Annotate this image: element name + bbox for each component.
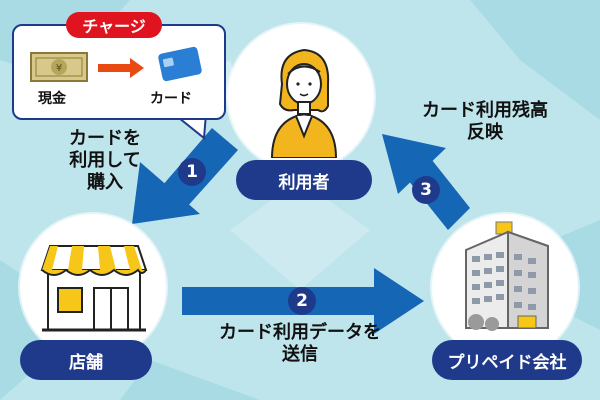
card-icon: [158, 46, 202, 82]
office-building-icon: [465, 221, 549, 331]
arrow-store-to-company: [182, 268, 424, 334]
step-2-line-1: カード利用データを: [219, 322, 381, 343]
step-1-line-3: 購入: [87, 172, 123, 193]
svg-text:¥: ¥: [56, 63, 62, 74]
company-label: プリペイド会社: [432, 340, 582, 380]
user-label: 利用者: [236, 160, 372, 200]
step-3-number: 3: [412, 176, 440, 204]
step-1-number: 1: [178, 158, 206, 186]
step-2-label: カード利用データを 送信: [180, 322, 420, 366]
step-1-line-1: カードを: [69, 128, 141, 149]
person-icon: [270, 48, 338, 158]
store-icon: [40, 245, 148, 332]
arrow-right-icon: [98, 58, 144, 78]
charge-badge: チャージ: [66, 12, 162, 38]
step-2-line-2: 送信: [282, 344, 318, 365]
banknote-icon: ¥: [30, 52, 88, 82]
step-1-label: カードを 利用して 購入: [50, 128, 160, 194]
step-3-label: カード利用残高 反映: [400, 100, 570, 144]
step-1-line-2: 利用して: [69, 150, 141, 171]
card-label: カード: [150, 91, 192, 107]
step-3-line-1: カード利用残高: [422, 100, 548, 121]
step-2-number: 2: [288, 287, 316, 315]
store-label: 店舗: [20, 340, 152, 380]
step-3-line-2: 反映: [467, 122, 503, 143]
cash-label: 現金: [38, 91, 66, 107]
